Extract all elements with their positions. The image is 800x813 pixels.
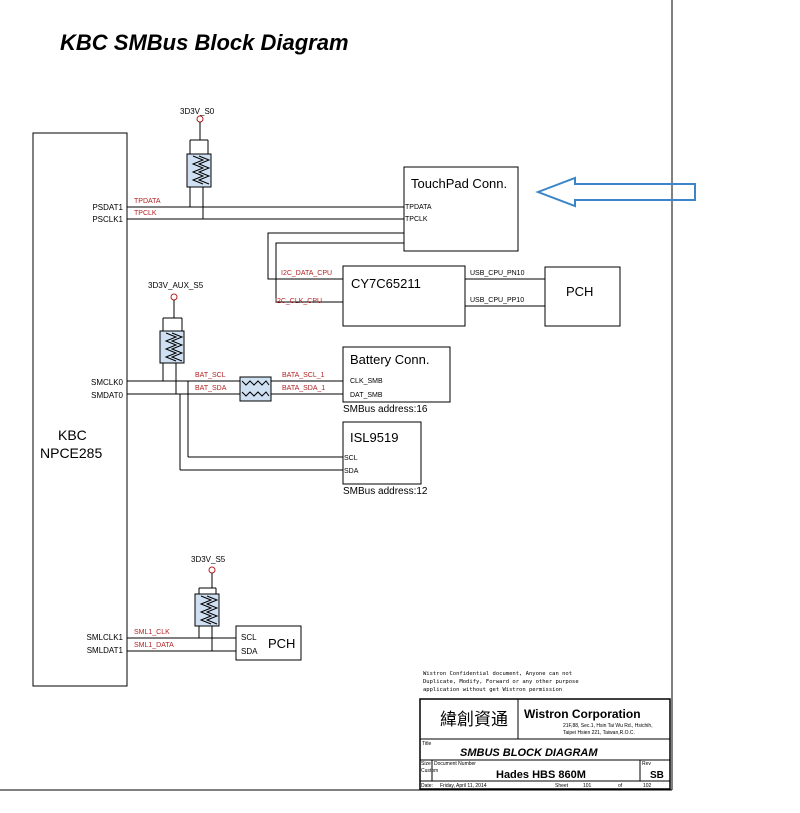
net-i2c-clk: I2C_CLK_CPU xyxy=(275,298,322,305)
isl9519-smbus-address: SMBus address:12 xyxy=(343,486,428,497)
company-chinese-name: 緯創資通 xyxy=(440,710,508,730)
pin-smdat0: SMDAT0 xyxy=(91,391,123,400)
title-block xyxy=(419,698,671,790)
resistor-zigzag-right-s0 xyxy=(197,155,211,185)
diagram-title: KBC SMBus Block Diagram xyxy=(60,30,349,55)
resistor-zigzag-right-aux xyxy=(170,332,184,362)
sheet-value: 101 xyxy=(583,783,592,789)
resistor-zigzag-left-s0 xyxy=(191,155,205,185)
pch-bottom-pin-sda: SDA xyxy=(241,647,258,656)
isl9519-pin-sda: SDA xyxy=(344,468,359,475)
of-value: 102 xyxy=(643,783,652,789)
net-i2c-data: I2C_DATA_CPU xyxy=(281,270,332,277)
isl9519-title: ISL9519 xyxy=(350,430,398,445)
net-bat-sda: BAT_SDA xyxy=(195,385,227,392)
touchpad-title: TouchPad Conn. xyxy=(411,176,507,191)
power-3d3v-s0: 3D3V_S0 xyxy=(180,107,215,116)
power-pin-s0 xyxy=(196,115,204,123)
drawing-title: SMBUS BLOCK DIAGRAM xyxy=(460,747,598,759)
battery-smbus-address: SMBus address:16 xyxy=(343,404,428,415)
cy7c65211-title: CY7C65211 xyxy=(351,276,421,291)
size-value: Custom xyxy=(421,768,438,774)
of-label: of xyxy=(618,783,623,789)
isl9519-pin-scl: SCL xyxy=(344,455,358,462)
company-name: Wistron Corporation xyxy=(524,707,641,721)
pch-bottom-block[interactable] xyxy=(235,625,302,661)
net-bat-scl-1: BATA_SCL_1 xyxy=(282,372,325,379)
power-3d3v-aux-s5: 3D3V_AUX_S5 xyxy=(148,281,204,290)
battery-connector-block[interactable] xyxy=(342,346,451,403)
kbc-block[interactable] xyxy=(32,132,128,687)
net-tpdata: TPDATA xyxy=(134,198,161,205)
company-address-line2: Taipei Hsien 221, Taiwan,R.O.C. xyxy=(563,730,635,736)
size-label: Size xyxy=(421,761,431,767)
isl9519-block[interactable] xyxy=(342,421,422,485)
resistor-series-zigzag-top xyxy=(241,380,270,386)
power-3d3v-s5: 3D3V_S5 xyxy=(191,555,226,564)
pin-psclk1: PSCLK1 xyxy=(92,215,123,224)
net-usb-pn10: USB_CPU_PN10 xyxy=(470,270,525,277)
kbc-label-line1: KBC xyxy=(58,427,87,443)
sheet-label: Sheet xyxy=(555,783,569,789)
resistor-series-battery xyxy=(239,376,272,402)
pin-smclk0: SMCLK0 xyxy=(91,378,124,387)
title-label: Title xyxy=(422,741,431,747)
rev-value: SB xyxy=(650,770,664,781)
net-sml1-clk: SML1_CLK xyxy=(134,629,170,636)
pch-top-title: PCH xyxy=(566,284,593,299)
pin-smlclk1: SMLCLK1 xyxy=(87,633,124,642)
rev-label: Rev xyxy=(642,761,651,767)
confidential-line2: Duplicate, Modify, Forward or any other … xyxy=(423,679,579,685)
pch-bottom-pin-scl: SCL xyxy=(241,633,257,642)
date-value: Friday, April 11, 2014 xyxy=(440,783,487,789)
resistor-series-zigzag-bottom xyxy=(241,391,270,397)
power-pin-s5 xyxy=(208,566,216,574)
battery-pin-dat: DAT_SMB xyxy=(350,392,383,399)
cy7c65211-block[interactable] xyxy=(342,265,466,327)
touchpad-connector-block[interactable] xyxy=(403,166,519,252)
company-address-line1: 21F,88, Sec.1, Hsin Tai Wu Rd., Hsichih, xyxy=(563,723,653,729)
resistor-zigzag-left-aux xyxy=(164,332,178,362)
power-pin-aux-s5 xyxy=(170,293,178,301)
net-usb-pp10: USB_CPU_PP10 xyxy=(470,297,524,304)
battery-title: Battery Conn. xyxy=(350,352,430,367)
battery-pin-clk: CLK_SMB xyxy=(350,378,383,385)
highlight-arrow xyxy=(535,176,696,208)
document-number-label: Document Number xyxy=(434,761,476,767)
pin-psdat1: PSDAT1 xyxy=(92,203,123,212)
net-bat-scl: BAT_SCL xyxy=(195,372,226,379)
confidential-line3: application without get Wistron permissi… xyxy=(423,687,562,693)
touchpad-pin-clk: TPCLK xyxy=(405,216,428,223)
document-number-value: Hades HBS 860M xyxy=(496,769,586,781)
wire-i2c-data xyxy=(267,232,404,280)
wire-i2c-clk xyxy=(275,242,404,303)
confidential-line1: Wistron Confidential document, Anyone ca… xyxy=(423,671,572,677)
pch-bottom-title: PCH xyxy=(268,636,295,651)
net-bat-sda-1: BATA_SDA_1 xyxy=(282,385,325,392)
net-tpclk: TPCLK xyxy=(134,210,157,217)
pch-top-block[interactable] xyxy=(544,266,621,327)
pin-smldat1: SMLDAT1 xyxy=(87,646,124,655)
net-sml1-data: SML1_DATA xyxy=(134,642,174,649)
kbc-label-line2: NPCE285 xyxy=(40,445,102,461)
resistor-zigzag-left-s5 xyxy=(199,595,213,625)
touchpad-pin-data: TPDATA xyxy=(405,204,432,211)
resistor-zigzag-right-s5 xyxy=(205,595,219,625)
date-label: Date: xyxy=(421,783,433,789)
